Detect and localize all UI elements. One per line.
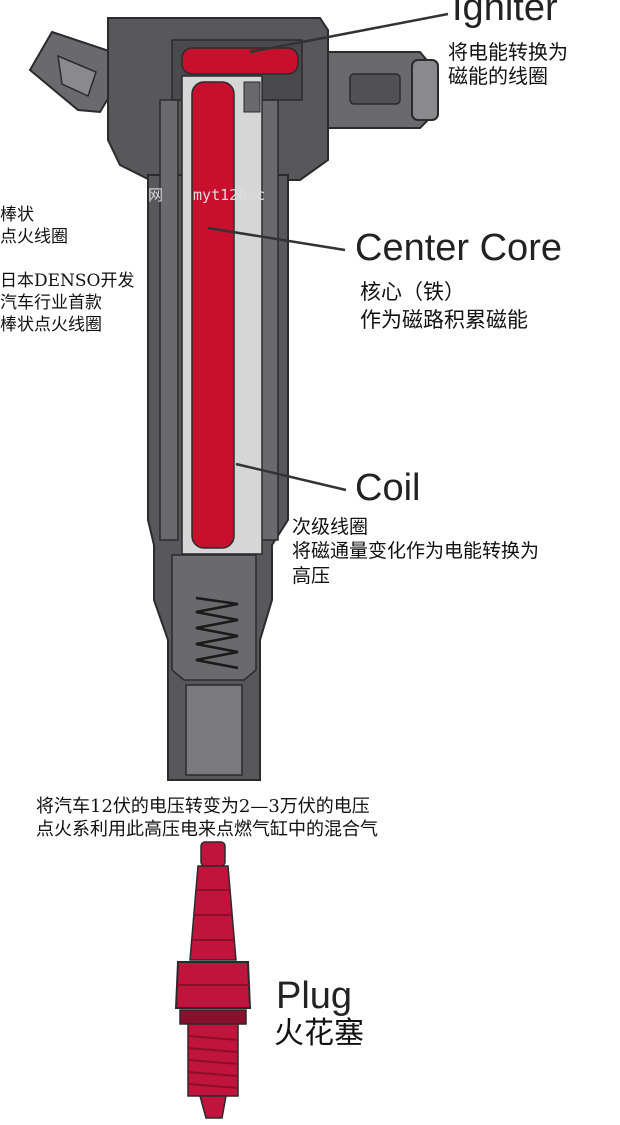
plug-thread-1 (187, 1035, 239, 1041)
coil-title: Coil (355, 467, 421, 509)
watermark-part1: 网 (148, 186, 164, 204)
left-note-line5: 棒状点火线圈 (0, 315, 102, 336)
coil-inner-wall-left (159, 99, 179, 541)
plug-thread-5 (187, 1083, 239, 1089)
left-note-line3: 日本DENSO开发 (0, 271, 135, 292)
plug-title: Plug (276, 975, 353, 1017)
bottom-note-line2: 点火系利用此高压电来点燃气缸中的混合气 (36, 818, 378, 840)
coil-boot-tip (185, 684, 243, 776)
watermark-part2: myt126.c (193, 186, 266, 204)
igniter-title: Igniter (452, 0, 558, 29)
plug-thread-4 (187, 1071, 239, 1077)
plug-description: 火花塞 (274, 1016, 364, 1051)
contact-spring (195, 596, 239, 670)
plug-electrode (199, 1095, 227, 1119)
plug-gasket (179, 1009, 247, 1025)
plug-insulator (189, 865, 237, 961)
left-note-line4: 汽车行业首款 (0, 293, 102, 314)
center-core-desc-line2: 作为磁路积累磁能 (360, 308, 528, 333)
center-core (191, 81, 235, 549)
spark-plug (174, 841, 252, 1119)
center-core-title: Center Core (355, 227, 562, 269)
igniter-element (181, 47, 299, 75)
right-connector-cap (411, 59, 439, 121)
bottom-note-line1: 将汽车12伏的电压转变为2—3万伏的电压 (36, 796, 370, 817)
coil-desc-line1: 次级线圈 (292, 516, 369, 538)
left-connector-groove (57, 54, 97, 98)
left-note: 棒状 点火线圈 日本DENSO开发 汽车行业首款 棒状点火线圈 (0, 204, 135, 336)
coil-lower-boot (171, 554, 257, 681)
plug-terminal (200, 841, 226, 867)
center-core-desc-line1: 核心（铁） (360, 280, 465, 304)
igniter-desc-line1: 将电能转换为 (448, 40, 568, 64)
center-core-description: 核心（铁） 作为磁路积累磁能 (360, 278, 528, 335)
center-core-top-block (243, 81, 261, 113)
coil-leader-line (235, 462, 347, 492)
igniter-desc-line2: 磁能的线圈 (448, 64, 548, 88)
right-connector-slot (349, 73, 401, 105)
plug-thread-3 (187, 1059, 239, 1065)
coil-desc-line3: 高压 (292, 564, 331, 587)
bottom-note: 将汽车12伏的电压转变为2—3万伏的电压 点火系利用此高压电来点燃气缸中的混合气 (36, 796, 378, 841)
igniter-leader-line (249, 12, 449, 54)
watermark: 网 myt126.c (148, 186, 265, 204)
coil-desc-line2: 将磁通量变化作为电能转换为 (292, 540, 540, 563)
coil-description: 次级线圈 将磁通量变化作为电能转换为 高压 (292, 515, 539, 588)
center-core-leader-line (207, 226, 346, 252)
left-note-line2: 点火线圈 (0, 227, 68, 248)
left-note-line1: 棒状 (0, 205, 34, 225)
igniter-description: 将电能转换为 磁能的线圈 (448, 40, 568, 88)
plug-thread-2 (187, 1047, 239, 1053)
